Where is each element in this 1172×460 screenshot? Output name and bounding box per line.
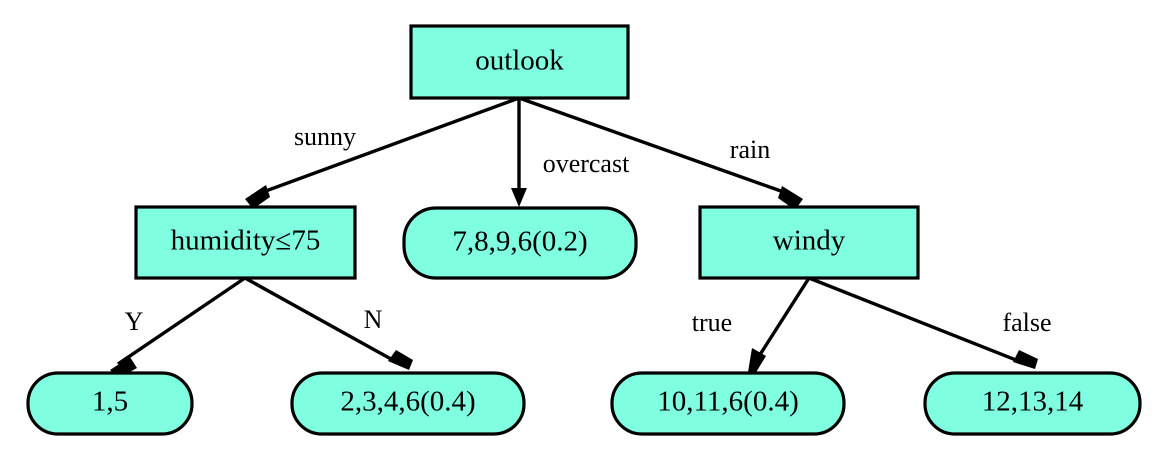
edge-n-line xyxy=(244,276,401,366)
node-leaf-12-13-14-shape[interactable] xyxy=(923,371,1142,436)
node-leaf-2-3-4-6-label: 2,3,4,6(0.4) xyxy=(340,386,475,418)
node-leaf-10-11-6[interactable]: 10,11,6(0.4) xyxy=(610,371,846,436)
node-leaf-10-11-6-shape[interactable] xyxy=(610,371,846,436)
edge-n: N xyxy=(244,276,413,370)
node-windy[interactable]: windy xyxy=(698,205,920,280)
edge-true: true xyxy=(692,277,811,374)
node-leaf-10-11-6-label: 10,11,6(0.4) xyxy=(657,386,799,418)
node-leaf-2-3-4-6[interactable]: 2,3,4,6(0.4) xyxy=(290,371,526,436)
node-humidity[interactable]: humidity≤75 xyxy=(134,205,357,280)
edge-sunny-arrowhead xyxy=(245,185,270,209)
edge-overcast: overcast xyxy=(511,98,630,207)
edge-n-arrowhead xyxy=(388,350,413,370)
edge-false: false xyxy=(808,276,1052,369)
edge-label-y: Y xyxy=(125,307,144,336)
node-outlook-label: outlook xyxy=(475,45,564,77)
edge-sunny: sunny xyxy=(245,96,520,209)
edge-rain-line xyxy=(518,96,796,198)
node-leaf-overcast-label: 7,8,9,6(0.2) xyxy=(452,226,587,258)
edge-true-line xyxy=(752,277,811,365)
edge-sunny-line xyxy=(251,96,520,198)
edge-true-arrowhead xyxy=(748,348,766,374)
edge-label-true: true xyxy=(692,308,732,337)
nodes-layer: outlook humidity≤75 7,8,9,6(0.2) windy 1… xyxy=(26,24,1142,436)
node-leaf-12-13-14-label: 12,13,14 xyxy=(982,386,1084,418)
edges-layer: sunny overcast rain Y xyxy=(110,96,1052,378)
edge-y-line xyxy=(117,276,246,366)
node-leaf-1-5[interactable]: 1,5 xyxy=(26,371,194,436)
node-outlook[interactable]: outlook xyxy=(409,24,630,100)
node-leaf-1-5-label: 1,5 xyxy=(92,386,128,418)
node-outlook-shape[interactable] xyxy=(409,24,630,100)
edge-rain-arrowhead xyxy=(778,186,803,210)
node-leaf-overcast[interactable]: 7,8,9,6(0.2) xyxy=(402,206,638,280)
node-leaf-12-13-14[interactable]: 12,13,14 xyxy=(923,371,1142,436)
node-humidity-label: humidity≤75 xyxy=(171,225,321,257)
node-leaf-1-5-shape[interactable] xyxy=(26,371,194,436)
edge-rain: rain xyxy=(518,96,803,210)
node-humidity-shape[interactable] xyxy=(134,205,357,280)
edge-overcast-arrowhead xyxy=(511,188,527,207)
edge-y: Y xyxy=(110,276,246,378)
edge-label-n: N xyxy=(364,305,383,334)
edge-label-sunny: sunny xyxy=(294,122,356,151)
node-leaf-overcast-shape[interactable] xyxy=(402,206,638,280)
edge-label-false: false xyxy=(1002,308,1051,337)
node-leaf-2-3-4-6-shape[interactable] xyxy=(290,371,526,436)
edge-false-line xyxy=(808,276,1027,366)
edge-label-rain: rain xyxy=(730,135,770,164)
node-windy-label: windy xyxy=(773,225,846,257)
edge-label-overcast: overcast xyxy=(543,149,630,178)
node-windy-shape[interactable] xyxy=(698,205,920,280)
edge-false-arrowhead xyxy=(1013,350,1038,369)
